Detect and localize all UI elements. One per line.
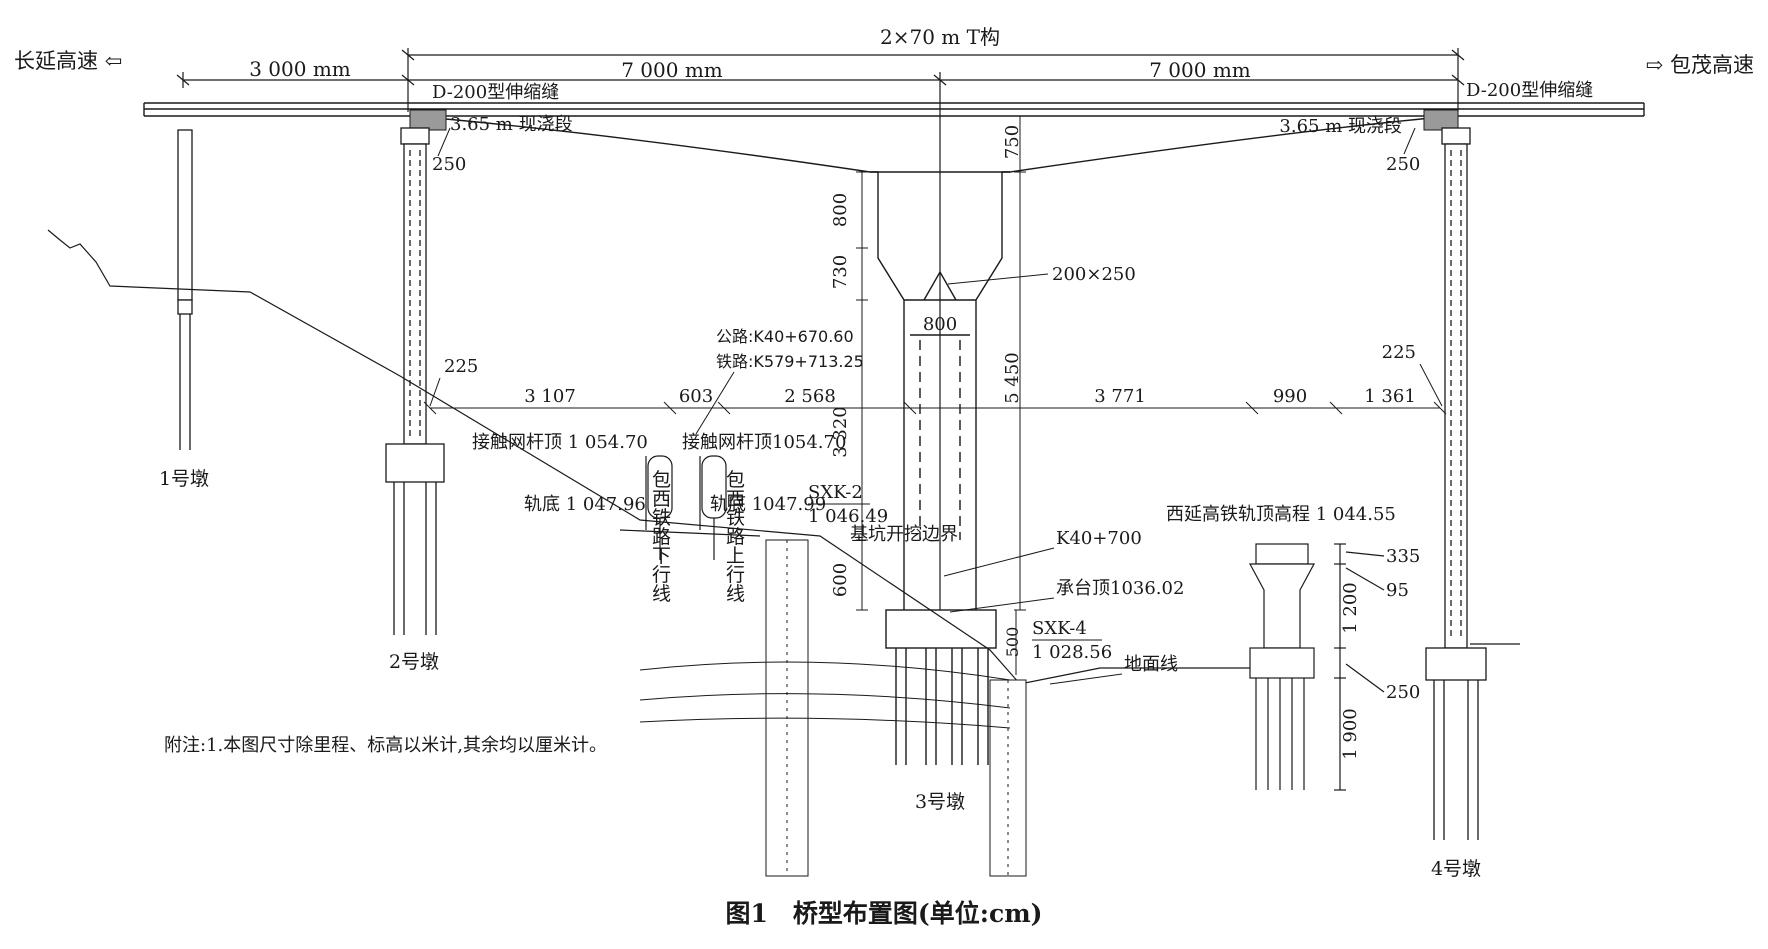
pier-4-label: 4号墩	[1431, 858, 1481, 880]
direction-left: 长延高速 ⇦	[14, 49, 122, 73]
drawing-note: 附注:1.本图尺寸除里程、标高以米计,其余均以厘米计。	[164, 735, 607, 756]
dim-3320: 3 320	[830, 406, 851, 458]
bearing-right-dim: 250	[1386, 154, 1420, 175]
dim-600: 600	[830, 563, 851, 597]
xiyan-dim-95: 95	[1386, 580, 1409, 601]
dim-800-vertical: 800	[830, 193, 851, 227]
bearing-left-dim: 250	[432, 154, 466, 175]
pier-1-label: 1号墩	[159, 468, 209, 490]
ground-line-label: 地面线	[1124, 654, 1178, 675]
pier-3-vertical-dims	[856, 115, 1026, 675]
horizontal-dim-chain	[423, 401, 1447, 415]
pier-3	[870, 171, 1010, 765]
left-span-label: 3 000 mm	[249, 57, 351, 81]
dim-750: 750	[1002, 125, 1023, 159]
rail-base-right: 轨底 1047.99	[710, 494, 826, 515]
dim-500: 500	[1003, 627, 1022, 658]
span2-label: 7 000 mm	[1149, 58, 1251, 82]
figure-caption: 图1 桥型布置图(单位:cm)	[726, 899, 1043, 928]
xiyan-dim-335: 335	[1386, 546, 1420, 567]
terrain	[47, 229, 1520, 685]
cast-segment-blocks	[409, 109, 1459, 131]
station-road: 公路:K40+670.60	[716, 327, 854, 346]
dim-1361: 1 361	[1364, 386, 1416, 407]
sxk4-value: 1 028.56	[1032, 642, 1112, 663]
dim-pier-width: 800	[923, 314, 957, 335]
dim-730: 730	[830, 255, 851, 289]
dim-pier-head: 200×250	[1052, 264, 1136, 285]
xiyan-dim-250: 250	[1386, 682, 1420, 703]
sxk2-name: SXK-2	[808, 482, 863, 503]
bridge-deck	[143, 102, 1645, 173]
dim-5450: 5 450	[1002, 352, 1023, 404]
pier-2-label: 2号墩	[389, 651, 439, 673]
dim-225-right: 225	[1382, 342, 1416, 363]
direction-right: ⇨ 包茂高速	[1646, 53, 1754, 77]
pit-boundary: 基坑开挖边界	[850, 524, 958, 545]
span1-label: 7 000 mm	[621, 58, 723, 82]
dim-225-left: 225	[444, 356, 478, 377]
xiyan-rail-elevation: 西延高铁轨顶高程 1 044.55	[1166, 504, 1396, 525]
pier-1	[177, 129, 193, 450]
top-dimension-lines	[176, 48, 1465, 620]
joint-left-label: D-200型伸缩缝	[432, 82, 559, 103]
cap-top: 承台顶1036.02	[1056, 578, 1184, 599]
station-rail: 铁路:K579+713.25	[716, 352, 864, 371]
xiyan-dim-1200: 1 200	[1340, 582, 1361, 634]
k40-700: K40+700	[1056, 528, 1142, 549]
xiyan-hsr-pier	[1248, 543, 1385, 791]
dim-2568: 2 568	[784, 386, 836, 407]
catenary-left: 接触网杆顶 1 054.70	[472, 432, 648, 453]
sxk4-name: SXK-4	[1032, 618, 1087, 639]
dim-3107: 3 107	[524, 386, 576, 407]
catenary-right: 接触网杆顶1054.70	[682, 432, 846, 453]
span-total-label: 2×70 m T构	[880, 25, 1000, 49]
track-up-line: 包西铁路上行线	[723, 469, 745, 602]
joint-right-label: D-200型伸缩缝	[1466, 80, 1593, 101]
track-down-line: 包西铁路下行线	[649, 469, 671, 602]
boreholes	[639, 539, 1027, 877]
cast-segment-right-label: 3.65 m 现浇段	[1279, 116, 1402, 137]
cast-segment-left-label: 3.65 m 现浇段	[450, 114, 573, 135]
sxk2-value: 1 046.49	[808, 506, 888, 527]
pier-3-label: 3号墩	[915, 791, 965, 813]
dim-990: 990	[1273, 386, 1307, 407]
xiyan-dim-1900: 1 900	[1340, 708, 1361, 760]
pier-2	[385, 127, 445, 635]
rail-base-left: 轨底 1 047.96	[524, 494, 646, 515]
dim-3771: 3 771	[1094, 386, 1146, 407]
railway-tracks	[619, 455, 761, 560]
pier-4	[1425, 127, 1487, 840]
dim-603: 603	[679, 386, 713, 407]
